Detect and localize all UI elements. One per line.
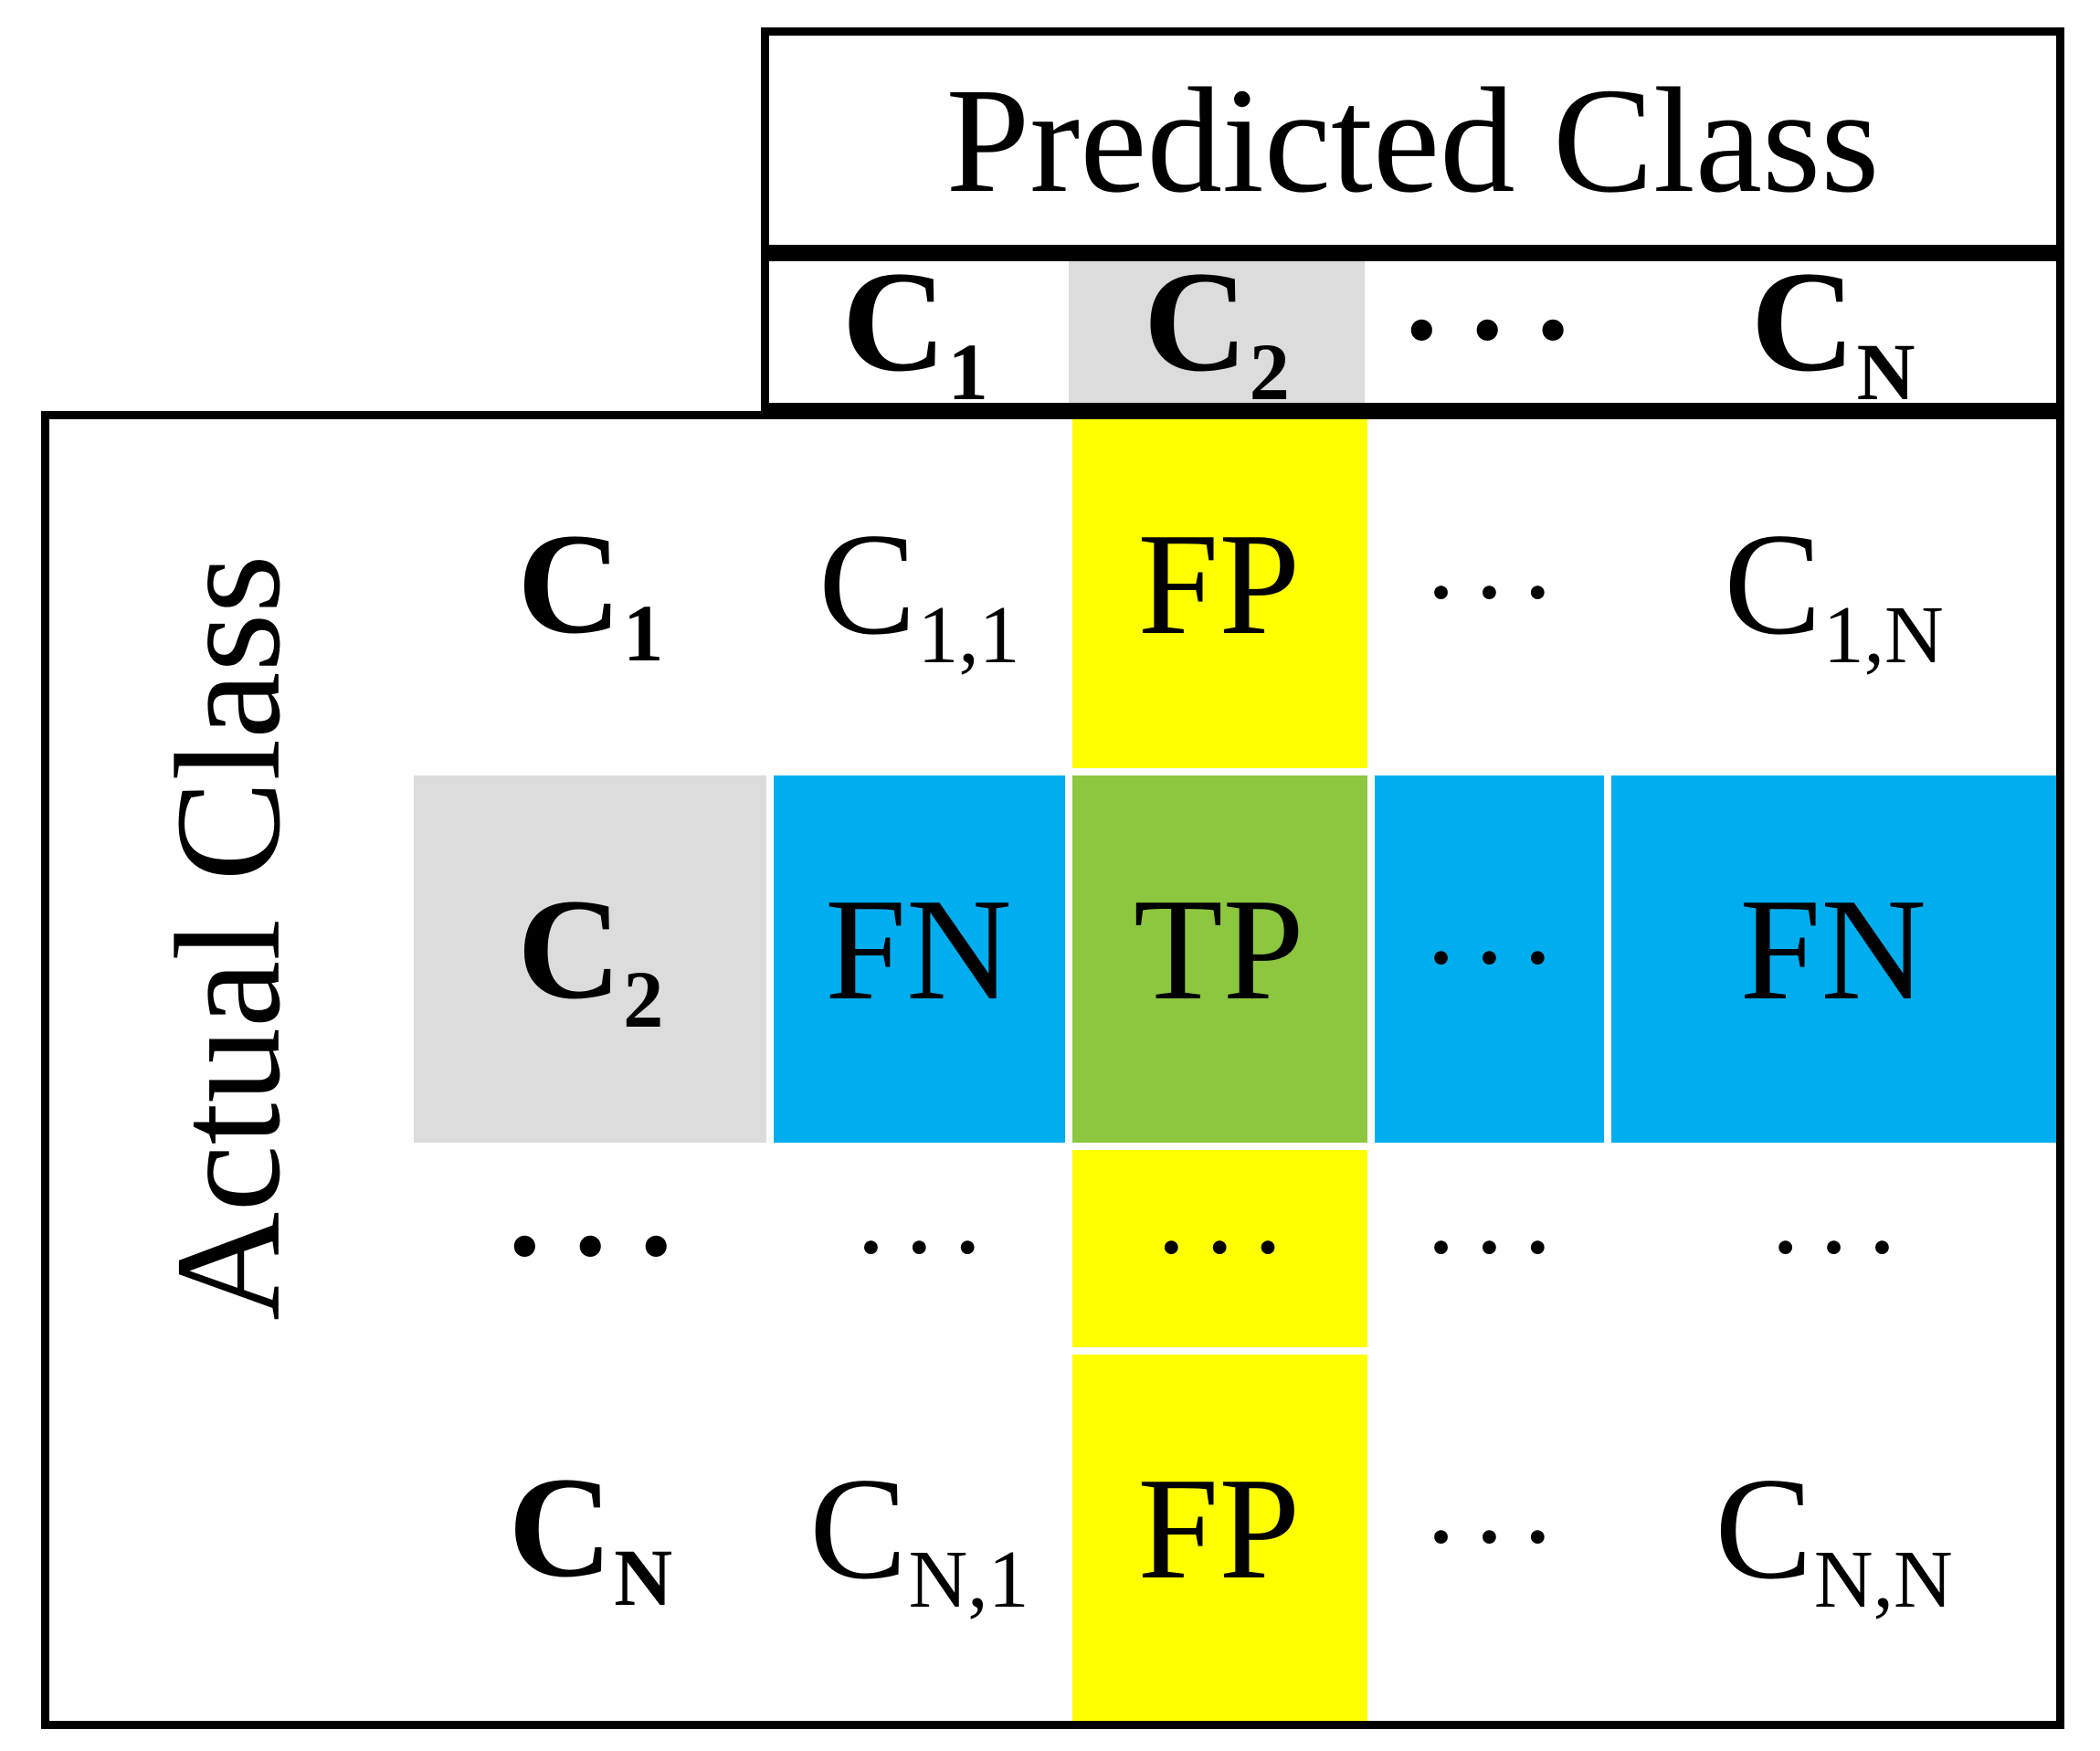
cell-ellipsis-row1: ••• — [1374, 419, 1605, 768]
confusion-matrix-body: Actual Class C1 C1,1 FP ••• C1,N C2 FN T… — [41, 411, 2064, 1729]
cell-cn-n: CN,N — [1611, 1355, 2056, 1721]
predicted-class-header-box: Predicted Class — [761, 27, 2064, 253]
ellipsis-glyph: ••• — [1429, 1226, 1574, 1271]
ellipsis-glyph: ••• — [1773, 1226, 1918, 1271]
col-header-ellipsis: ••• — [1372, 261, 1603, 403]
predicted-class-column-headers: C1 C2 ••• CN — [761, 253, 2064, 411]
cell-ellipsis-r3c2: ••• — [1071, 1150, 1367, 1348]
ellipsis-glyph: ••• — [505, 1213, 702, 1284]
actual-class-title: Actual Class — [144, 554, 312, 1321]
cell-cn-1: CN,1 — [774, 1355, 1065, 1721]
row-header-c1: C1 — [414, 419, 767, 768]
cell-ellipsis-r3c3: ••• — [1374, 1150, 1605, 1348]
row-header-cn: CN — [414, 1355, 767, 1721]
cell-fp-row1: FP — [1071, 419, 1367, 768]
ellipsis-glyph: ••• — [1429, 936, 1574, 981]
ellipsis-glyph: ••• — [1402, 296, 1599, 367]
row-header-ellipsis: ••• — [414, 1150, 767, 1348]
actual-class-header-cell: Actual Class — [49, 419, 407, 1721]
col-header-c1: C1 — [769, 261, 1061, 403]
col-header-c2: C2 — [1068, 261, 1366, 403]
ellipsis-glyph: ••• — [1158, 1226, 1304, 1271]
ellipsis-glyph: ••• — [1429, 1514, 1574, 1560]
cell-tp: TP — [1071, 775, 1367, 1144]
row-header-c2: C2 — [414, 775, 767, 1144]
cell-fp-row4: FP — [1071, 1355, 1367, 1721]
cell-c1-1: C1,1 — [774, 419, 1065, 768]
col-header-cn: CN — [1609, 261, 2056, 403]
cell-ellipsis-r3c1: ••• — [774, 1150, 1065, 1348]
cell-ellipsis-r3c4: ••• — [1611, 1150, 2056, 1348]
ellipsis-glyph: ••• — [859, 1226, 1004, 1271]
cell-ellipsis-row4: ••• — [1374, 1355, 1605, 1721]
ellipsis-glyph: ••• — [1429, 570, 1574, 616]
cell-fn-left: FN — [774, 775, 1065, 1144]
cell-fn-right: FN — [1611, 775, 2056, 1144]
cell-c1-n: C1,N — [1611, 419, 2056, 768]
predicted-class-title: Predicted Class — [945, 57, 1880, 224]
cell-ellipsis-row2: ••• — [1374, 775, 1605, 1144]
